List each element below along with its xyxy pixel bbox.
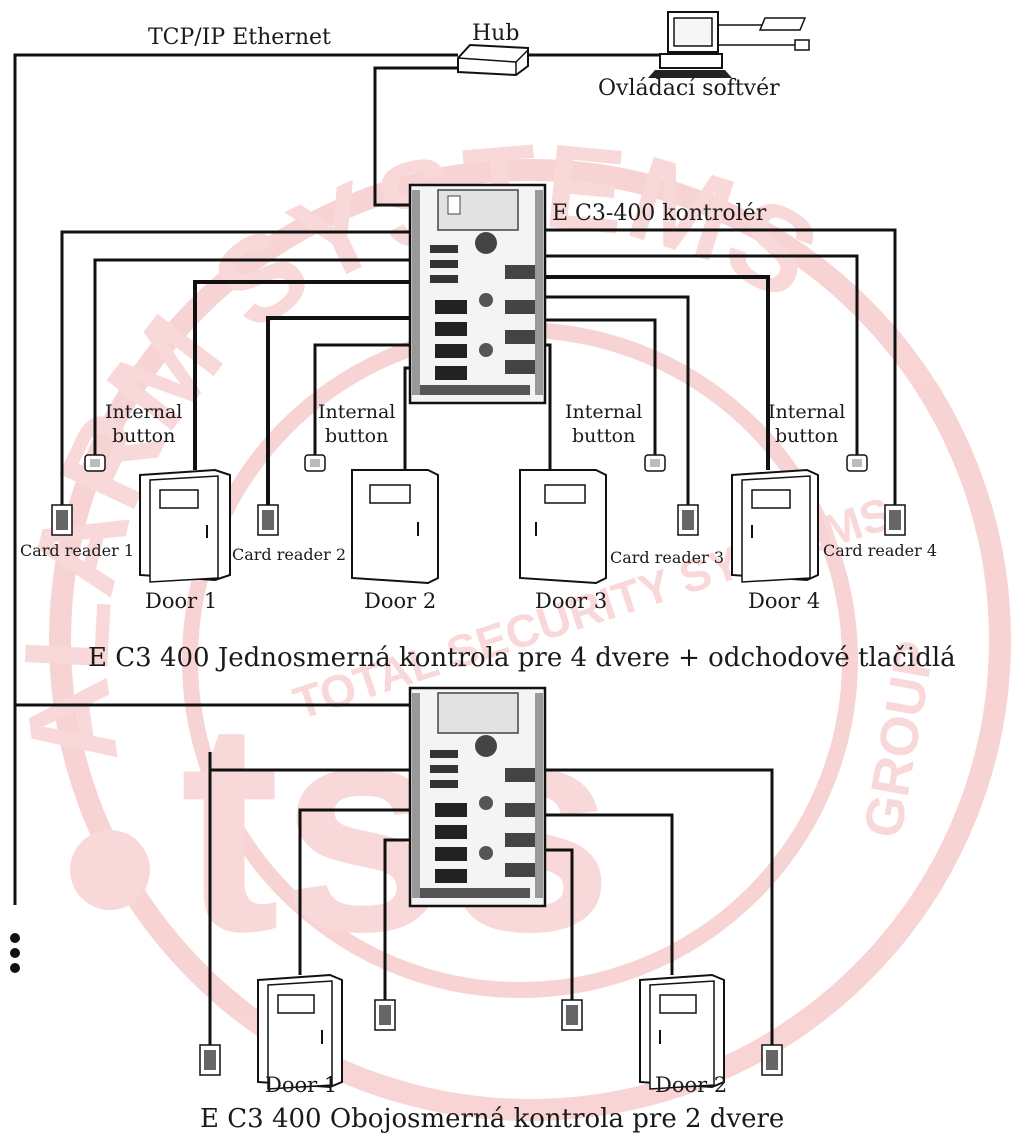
internal-button-icon — [304, 454, 326, 472]
internal-button-label: Internal — [318, 401, 395, 423]
computer-icon — [648, 11, 810, 78]
door-icon — [639, 973, 725, 1090]
top-controller-board — [408, 183, 547, 405]
internal-button-label: Internal — [105, 401, 182, 423]
door-label: Door 1 — [145, 589, 217, 613]
internal-button-label: button — [775, 425, 838, 447]
card-reader-icon — [199, 1044, 221, 1076]
door-label: Door 3 — [535, 589, 607, 613]
internal-button-label: button — [325, 425, 388, 447]
more-controllers-dots — [10, 933, 20, 973]
door-label: Door 2 — [655, 1073, 727, 1097]
internal-button-label: button — [572, 425, 635, 447]
card-reader-icon — [374, 999, 396, 1031]
card-reader-label: Card reader 3 — [610, 548, 724, 567]
door-label: Door 2 — [364, 589, 436, 613]
door-label: Door 4 — [748, 589, 820, 613]
door-label: Door 1 — [265, 1073, 337, 1097]
card-reader-icon — [561, 999, 583, 1031]
bottom-wiring — [208, 752, 774, 1050]
bottom-system-caption: E C3 400 Obojosmerná kontrola pre 2 dver… — [200, 1104, 784, 1134]
card-reader-label: Card reader 2 — [232, 545, 346, 564]
ethernet-trunk — [13, 53, 458, 905]
top-wiring — [60, 228, 897, 510]
card-reader-icon — [884, 504, 906, 536]
card-reader-label: Card reader 1 — [20, 541, 134, 560]
ethernet-label: TCP/IP Ethernet — [148, 25, 331, 50]
internal-button-label: Internal — [768, 401, 845, 423]
door-icon — [257, 973, 343, 1090]
door-icon — [519, 469, 607, 585]
hub-label: Hub — [472, 21, 519, 46]
door-icon — [731, 468, 819, 583]
internal-button-label: button — [112, 425, 175, 447]
internal-button-icon — [846, 454, 868, 472]
card-reader-label: Card reader 4 — [823, 541, 937, 560]
card-reader-icon — [677, 504, 699, 536]
bottom-controller-board — [408, 686, 547, 908]
card-reader-icon — [761, 1044, 783, 1076]
software-label: Ovládací softvér — [598, 76, 780, 101]
card-reader-icon — [51, 504, 73, 536]
internal-button-label: Internal — [565, 401, 642, 423]
controller-label: E C3-400 kontrolér — [552, 201, 767, 226]
hub-icon — [457, 43, 529, 77]
top-system-caption: E C3 400 Jednosmerná kontrola pre 4 dver… — [88, 643, 956, 673]
internal-button-icon — [644, 454, 666, 472]
door-icon — [139, 468, 231, 583]
internal-button-icon — [84, 454, 106, 472]
card-reader-icon — [257, 504, 279, 536]
door-icon — [351, 469, 439, 585]
watermark-brand: tss — [180, 658, 614, 994]
network: TCP/IP Ethernet Hub Ovládací softvér — [10, 11, 810, 973]
